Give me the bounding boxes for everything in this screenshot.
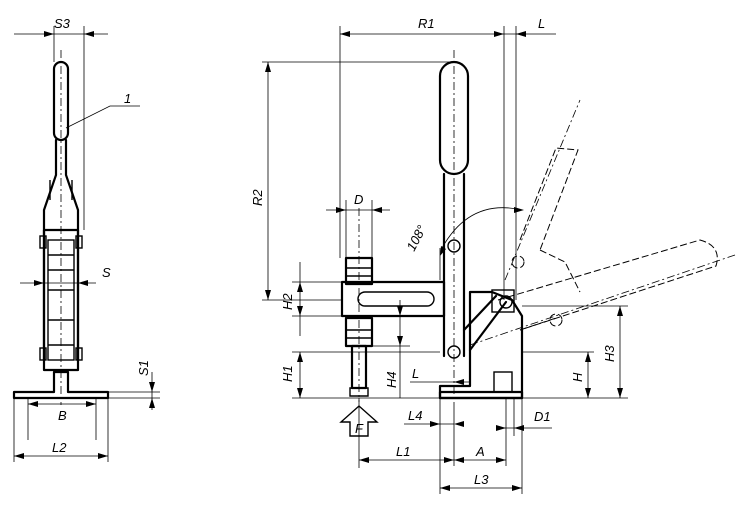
label-L-mid: L — [412, 366, 419, 381]
label-S1: S1 — [136, 360, 151, 376]
front-view — [262, 26, 736, 494]
base-plate — [438, 390, 524, 400]
label-R2: R2 — [250, 189, 265, 206]
label-L4: L4 — [408, 408, 422, 423]
label-D: D — [354, 192, 363, 207]
label-L2: L2 — [52, 440, 67, 455]
label-S3: S3 — [54, 16, 71, 31]
alternate-position-outline — [469, 99, 736, 346]
label-H4: H4 — [384, 371, 399, 388]
label-1: 1 — [124, 91, 131, 106]
label-H1: H1 — [280, 365, 295, 382]
clamp-arm — [340, 280, 446, 318]
force-arrow — [339, 405, 379, 437]
label-F: F — [355, 421, 364, 436]
label-L3: L3 — [474, 472, 489, 487]
label-H: H — [570, 372, 585, 382]
label-D1: D1 — [534, 409, 551, 424]
label-L-top: L — [538, 16, 545, 31]
dimension-labels: S3 1 S S1 B L2 R1 L R2 D 108° H2 H1 H4 L… — [52, 16, 617, 487]
label-L1: L1 — [396, 444, 410, 459]
label-R1: R1 — [418, 16, 435, 31]
label-H3: H3 — [602, 345, 617, 362]
label-H2: H2 — [280, 293, 295, 310]
front-lever — [442, 172, 466, 358]
label-108-degrees: 108° — [403, 223, 429, 254]
spindle — [344, 208, 374, 402]
label-B: B — [58, 408, 67, 423]
label-S: S — [102, 265, 111, 280]
side-foot — [12, 370, 110, 400]
label-A: A — [475, 444, 485, 459]
side-view — [12, 26, 160, 462]
